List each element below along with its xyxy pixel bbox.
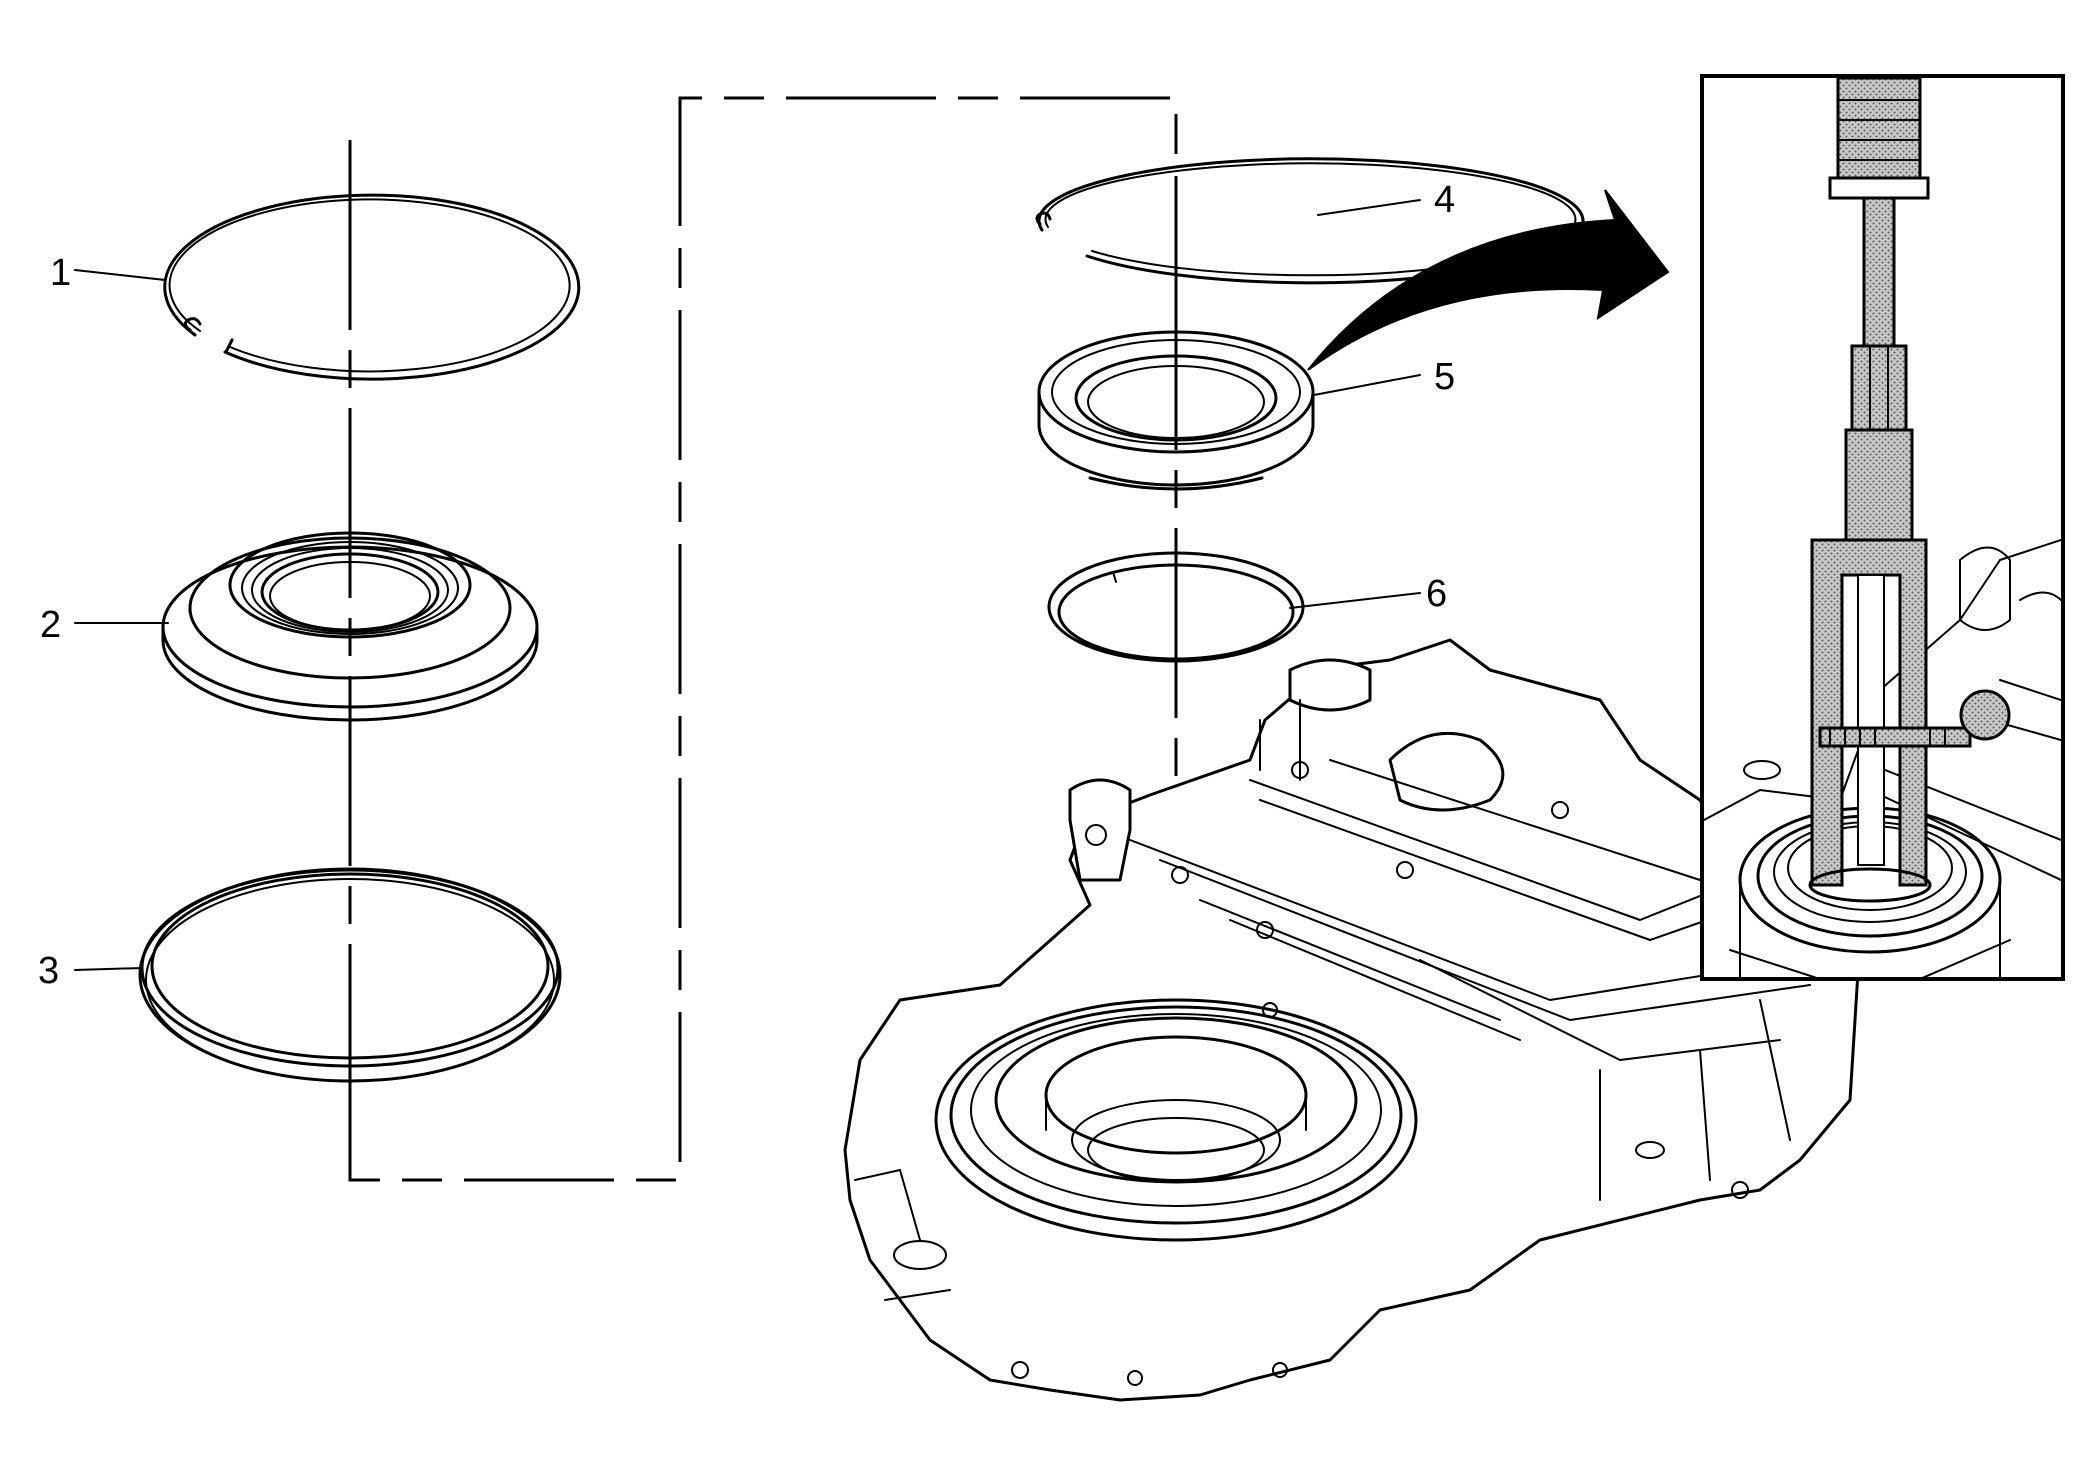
callout-3: 3: [38, 950, 59, 992]
seal-installer-tool-icon: [1808, 78, 2011, 903]
callout-2: 2: [40, 604, 61, 646]
connection-line: [348, 96, 1178, 1182]
callout-4: 4: [1434, 179, 1455, 221]
pump-housing: [843, 638, 1862, 1402]
part-5-seal: [1037, 330, 1315, 491]
part-2-seal-assembly: [161, 531, 539, 722]
callout-6: 6: [1426, 573, 1447, 615]
part-4-snap-ring: [1035, 157, 1585, 285]
inset-tool-detail: [1700, 74, 2065, 981]
callout-1: 1: [50, 252, 71, 294]
callout-5: 5: [1434, 356, 1455, 398]
leader-lines: [74, 199, 1421, 971]
part-1-snap-ring: [163, 193, 581, 381]
curved-arrow-icon: [1307, 189, 1670, 371]
